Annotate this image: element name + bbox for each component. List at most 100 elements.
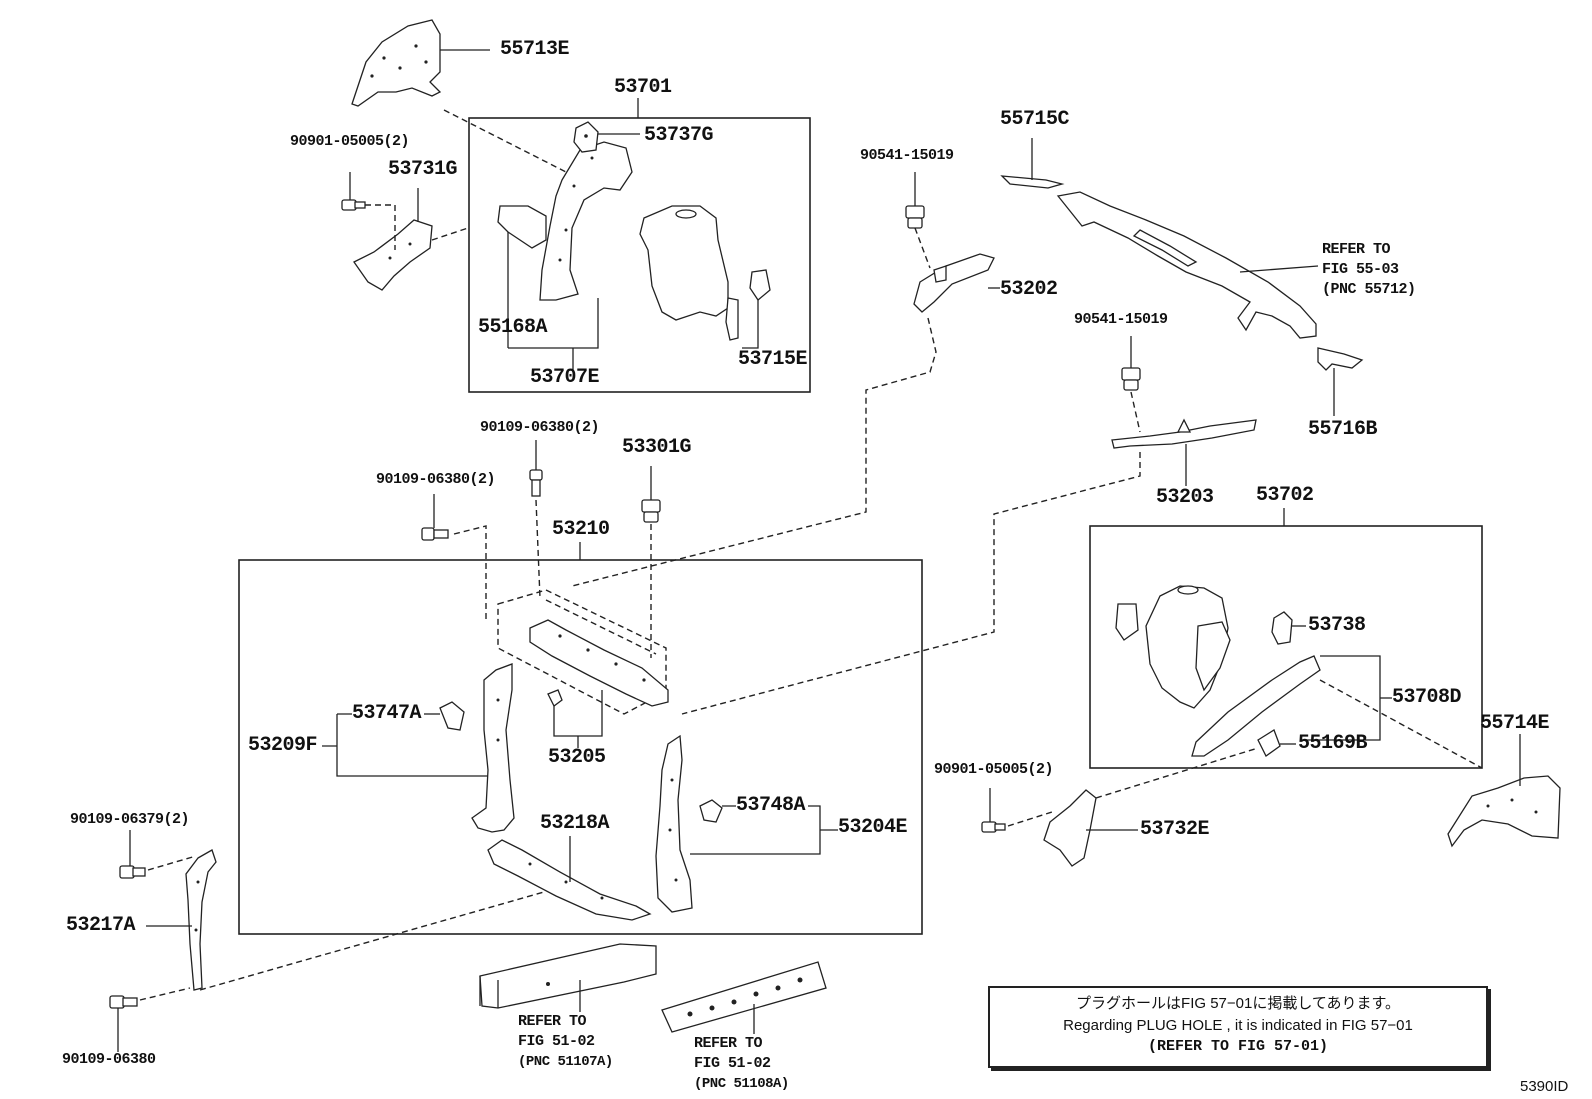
bracket-53731G: [353, 219, 433, 291]
dash-53732E: [1007, 747, 1259, 827]
label-55715C: 55715C: [1000, 108, 1070, 131]
label-53217A: 53217A: [66, 914, 136, 937]
dash-53708D: [1319, 679, 1483, 769]
apron-right-53702: [1145, 585, 1231, 709]
label-55168A: 55168A: [478, 316, 548, 339]
bracket-53732E: [1043, 789, 1097, 867]
label-55713E: 55713E: [500, 38, 570, 61]
dash-90109-mid: [453, 525, 487, 620]
label-refer-55-line3: (PNC 55712): [1322, 281, 1416, 298]
rail-53708D: [1191, 655, 1321, 757]
label-refer-55-line2: FIG 55-03: [1322, 261, 1399, 278]
dash-90109-top: [535, 499, 541, 599]
group-box-53702: [1089, 525, 1483, 769]
label-53701: 53701: [614, 76, 672, 99]
upper-tie-bar: [529, 619, 669, 707]
dash-90541-b: [1130, 391, 1141, 433]
bolt-90109-06379: [119, 865, 146, 879]
member-refer-51107A: [479, 943, 657, 1009]
group-box-53701: [468, 117, 811, 393]
bracket-53203: [1111, 418, 1257, 449]
bolt-90109-top: [529, 469, 543, 497]
label-90901-right: 90901-05005(2): [934, 761, 1054, 778]
leader-53715E: [742, 300, 759, 349]
fender-right-55714E: [1447, 775, 1561, 848]
label-refer-51a-line3: (PNC 51107A): [518, 1054, 613, 1070]
label-90541-b: 90541-15019: [1074, 311, 1168, 328]
bracket-53737G: [573, 121, 599, 153]
lower-member-53218A: [487, 839, 652, 921]
label-53732E: 53732E: [1140, 818, 1210, 841]
label-53702: 53702: [1256, 484, 1314, 507]
dash-90541-a: [914, 227, 931, 269]
note-line-japanese: プラグホールはFIG 57−01に掲載してあります。: [1076, 995, 1400, 1012]
side-member-53204E: [655, 734, 693, 913]
bracket-55169B: [1257, 729, 1281, 757]
label-53708D: 53708D: [1392, 686, 1462, 709]
label-90109-mid: 90109-06380(2): [376, 471, 496, 488]
label-53737G: 53737G: [644, 124, 714, 147]
label-53738: 53738: [1308, 614, 1366, 637]
bolt-90901-right: [981, 821, 1006, 833]
bracket-55168A: [497, 205, 547, 249]
cushion-90541-a: [905, 205, 925, 229]
dash-53202-down: [571, 317, 937, 587]
apron-shock-tower: [639, 205, 739, 341]
cushion-53301G: [641, 499, 661, 523]
note-line-english: Regarding PLUG HOLE , it is indicated in…: [1063, 1017, 1413, 1034]
fender-left-55713E: [351, 19, 442, 107]
bracket-53748A: [699, 799, 723, 823]
pillar-53217A: [185, 849, 217, 991]
dash-53731G-b: [431, 227, 469, 241]
dash-90109-bottom: [139, 987, 191, 1001]
label-53203: 53203: [1156, 486, 1214, 509]
wheelhouse-panel-53707E: [539, 141, 633, 301]
note-line-refer: (REFER TO FIG 57-01): [1147, 1038, 1329, 1055]
label-53707E: 53707E: [530, 366, 600, 389]
bolt-90109-mid: [421, 527, 449, 541]
diagram-id: 5390ID: [1520, 1078, 1569, 1095]
leader-refer-55712: [1239, 265, 1319, 273]
bracket-53202: [913, 253, 995, 313]
bracket-53738: [1271, 611, 1293, 645]
bolt-90109-bottom: [109, 995, 138, 1009]
label-90541-a: 90541-15019: [860, 147, 954, 164]
cushion-90541-b: [1121, 367, 1141, 391]
label-55716B: 55716B: [1308, 418, 1378, 441]
label-refer-51b-line2: FIG 51-02: [694, 1055, 771, 1072]
label-53204E: 53204E: [838, 816, 908, 839]
label-53205: 53205: [548, 746, 606, 769]
label-53731G: 53731G: [388, 158, 458, 181]
label-refer-51b-line1: REFER TO: [694, 1035, 763, 1052]
clip-53205: [547, 689, 563, 707]
label-refer-51b-line3: (PNC 51108A): [694, 1076, 789, 1092]
label-53210: 53210: [552, 518, 610, 541]
label-refer-51a-line2: FIG 51-02: [518, 1033, 595, 1050]
label-53748A: 53748A: [736, 794, 806, 817]
label-refer-55-line1: REFER TO: [1322, 241, 1391, 258]
dash-53203-down: [681, 452, 1141, 715]
dash-fender: [443, 109, 567, 173]
label-53202: 53202: [1000, 278, 1058, 301]
dash-53731G: [365, 204, 396, 250]
label-53715E: 53715E: [738, 348, 808, 371]
leader-53747A: [322, 713, 488, 777]
label-55169B: 55169B: [1298, 732, 1368, 755]
dash-tiebar-outline: [497, 589, 667, 715]
bracket-53747A: [439, 701, 465, 731]
bracket-left-53702: [1115, 603, 1139, 641]
label-refer-51a-line1: REFER TO: [518, 1013, 587, 1030]
plug-hole-note: プラグホールはFIG 57−01に掲載してあります。 Regarding PLU…: [988, 986, 1488, 1068]
dash-90109-06379: [147, 855, 197, 871]
label-90109-top: 90109-06380(2): [480, 419, 600, 436]
bracket-55716B: [1317, 347, 1364, 371]
label-53218A: 53218A: [540, 812, 610, 835]
label-53747A: 53747A: [352, 702, 422, 725]
label-90901-left: 90901-05005(2): [290, 133, 410, 150]
label-53209F: 53209F: [248, 734, 318, 757]
bracket-53715E: [749, 269, 771, 301]
panel-refer-55712: [1056, 191, 1317, 339]
seal-55715C: [1000, 175, 1065, 189]
bolt-90901-left: [341, 199, 366, 211]
side-member-53209F: [471, 663, 515, 833]
